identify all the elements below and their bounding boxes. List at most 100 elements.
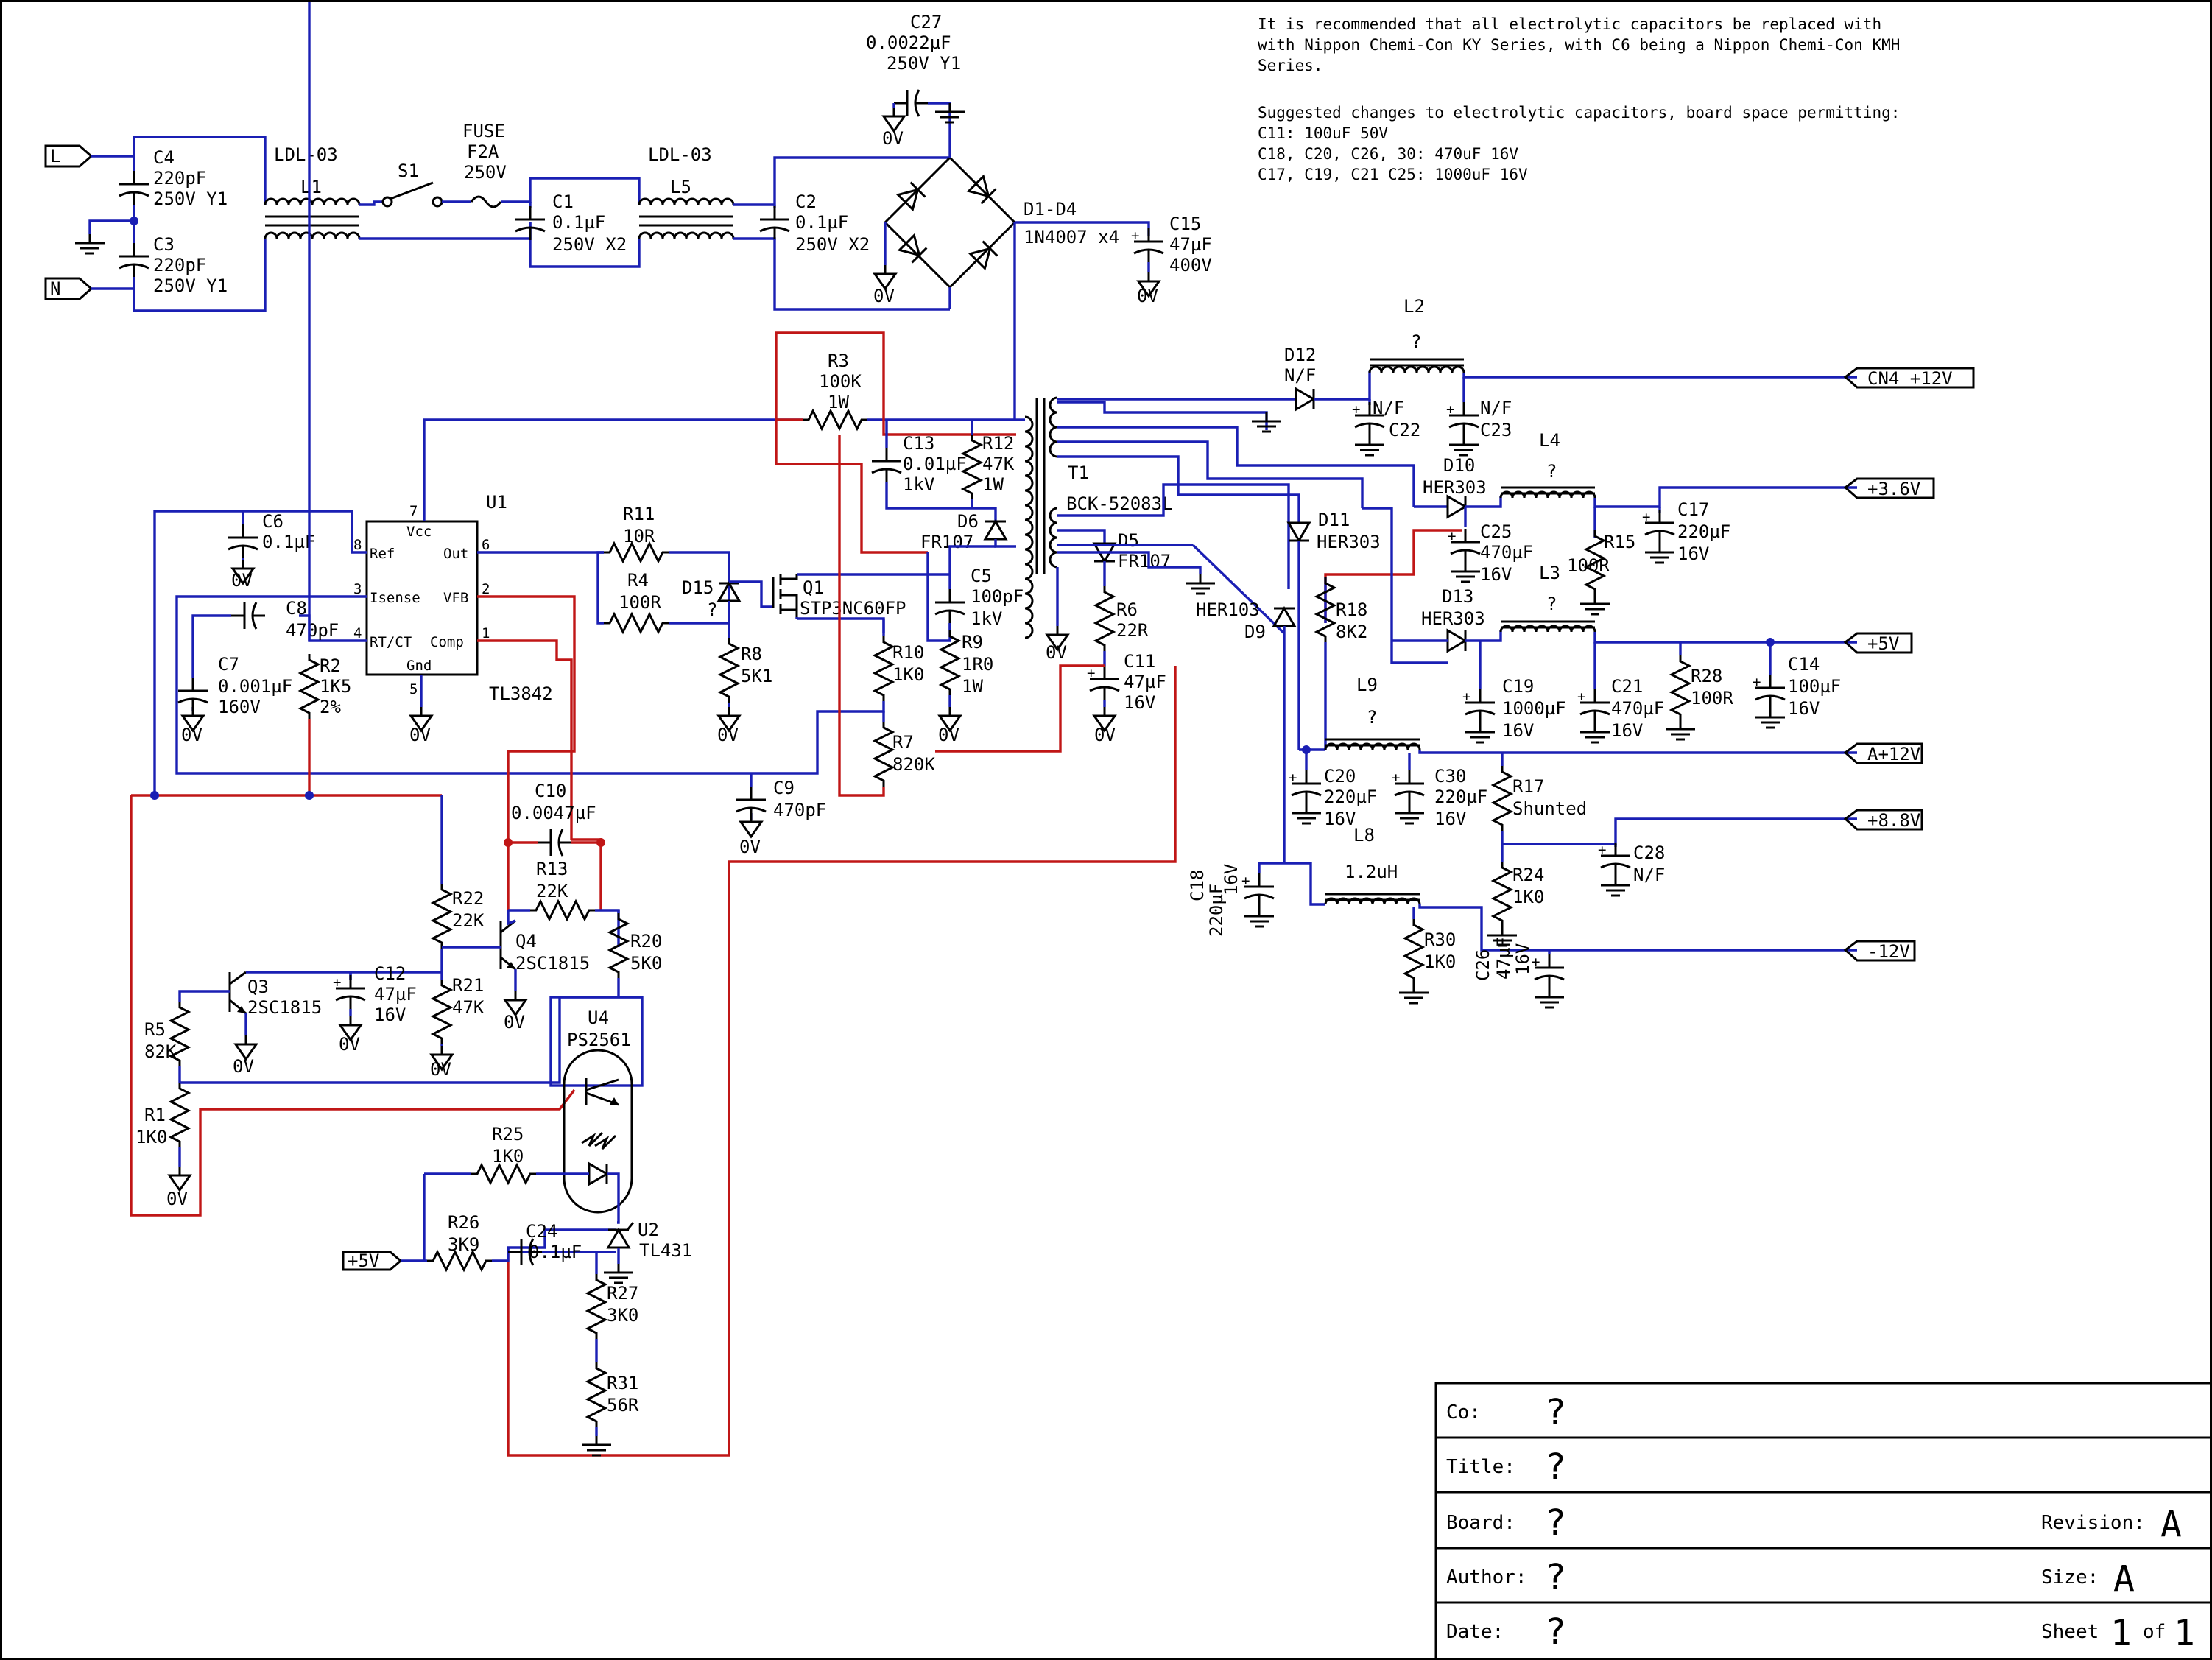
r7-value: 820K [892, 754, 935, 775]
l5-ref: L5 [670, 177, 691, 197]
gnd-label: 0V [409, 725, 431, 745]
c22-value: N/F [1373, 398, 1404, 418]
l2-ref: L2 [1403, 296, 1425, 317]
r30-value: 1K0 [1424, 952, 1456, 972]
c28-ref: C28 [1633, 843, 1665, 863]
u1-num: 3 [353, 581, 362, 597]
q4-transistor [499, 919, 516, 971]
r1-value: 1K0 [135, 1127, 167, 1147]
tb-revision-label: Revision: [2041, 1512, 2145, 1534]
c1-ref: C1 [552, 191, 574, 212]
d13-ref: D13 [1442, 586, 1473, 607]
r3-rating: 1W [828, 392, 849, 412]
u1-num: 7 [409, 503, 418, 519]
c20-rating: 16V [1324, 809, 1356, 829]
r28-ref: R28 [1691, 666, 1722, 686]
c19-rating: 16V [1502, 720, 1534, 741]
c13-rating: 1kV [903, 474, 934, 495]
r28-value: 100R [1691, 688, 1733, 708]
r26-ref: R26 [448, 1212, 479, 1233]
c6-value: 0.1µF [262, 532, 315, 552]
r20-value: 5K0 [630, 953, 662, 974]
q1-mosfet [772, 574, 798, 619]
port-8v8 [1843, 809, 1923, 831]
u1-part: TL3842 [489, 683, 553, 704]
c7-ref: C7 [218, 654, 239, 675]
note-line: It is recommended that all electrolytic … [1258, 15, 1881, 33]
u1-pin-rtct: RT/CT [370, 634, 412, 650]
u1-pin-vfb: VFB [443, 590, 468, 606]
c15-ref: C15 [1169, 214, 1201, 234]
c14-ref: C14 [1788, 654, 1820, 675]
gnd-label: 0V [717, 725, 739, 745]
c18-ref: C18 [1187, 870, 1208, 901]
r15-ref: R15 [1604, 532, 1635, 552]
c4-rating: 250V Y1 [153, 189, 228, 209]
u1-num: 6 [482, 537, 490, 553]
c1-value: 0.1µF [552, 212, 605, 233]
r18-ref: R18 [1336, 599, 1367, 620]
c26-value: 47µF [1493, 937, 1514, 980]
d11-ref: D11 [1318, 510, 1350, 530]
c18-value: 220µF [1206, 884, 1227, 937]
r12-value: 47K [982, 454, 1015, 474]
r10-ref: R10 [892, 642, 924, 663]
u1-num: 4 [353, 625, 362, 641]
gnd-label: 0V [504, 1012, 525, 1033]
c3-ref: C3 [153, 234, 175, 255]
d6-ref: D6 [957, 511, 979, 532]
r11-ref: R11 [623, 504, 655, 524]
c25-rating: 16V [1480, 564, 1512, 585]
c7-value: 0.001µF [218, 676, 292, 697]
r31-value: 56R [607, 1395, 639, 1415]
r25-ref: R25 [492, 1124, 524, 1144]
r18-value: 8K2 [1336, 622, 1367, 642]
c10-ref: C10 [535, 781, 566, 801]
c25-value: 470µF [1480, 542, 1533, 563]
c11-value: 47µF [1124, 672, 1166, 692]
u1-pin-comp: Comp [430, 634, 464, 650]
port-n [44, 277, 94, 300]
d9-value: HER103 [1196, 599, 1260, 620]
gnd-label: 0V [339, 1034, 360, 1055]
tb-size-label: Size: [2041, 1566, 2099, 1589]
gnd-label: 0V [233, 1056, 254, 1077]
port-n-label: N [50, 278, 60, 299]
r2-ref: R2 [320, 655, 341, 676]
c8-ref: C8 [286, 598, 307, 619]
port-5v-label: +5V [1867, 633, 1899, 654]
c24-value: 0.1µF [529, 1242, 582, 1262]
note-line: C18, C20, C26, 30: 470uF 16V [1258, 145, 1518, 163]
fuse-ref: FUSE [462, 121, 505, 141]
port-cn4-12v-label: CN4_+12V [1867, 368, 1953, 389]
u1-pin-isense: Isense [370, 590, 420, 606]
port-5v [1843, 632, 1913, 654]
r5-ref: R5 [144, 1019, 166, 1040]
r2-value: 1K5 [320, 676, 351, 697]
tb-revision-value: A [2160, 1504, 2182, 1545]
title-block: Co: ? Title: ? Board: ? Revision: A Auth… [1434, 1382, 2212, 1660]
c12-value: 47µF [374, 984, 417, 1005]
u2-ref: U2 [638, 1220, 659, 1240]
tb-author-value: ? [1545, 1557, 1566, 1598]
tb-sheet-total: 1 [2174, 1613, 2195, 1654]
l3-value: ? [1546, 594, 1557, 614]
note-line: C17, C19, C21 C25: 1000uF 16V [1258, 166, 1528, 183]
c8-value: 470pF [286, 620, 339, 641]
d13-value: HER303 [1421, 608, 1485, 629]
l1-ref: L1 [300, 177, 322, 197]
d12-value: N/F [1284, 365, 1316, 386]
c15-rating: 400V [1169, 255, 1212, 275]
c12-rating: 16V [374, 1005, 406, 1025]
l3-ref: L3 [1539, 563, 1560, 583]
c25-ref: C25 [1480, 521, 1512, 542]
l1-type: LDL-03 [274, 144, 338, 165]
r8-ref: R8 [741, 644, 762, 664]
gnd-label: 0V [1046, 642, 1067, 663]
r22-ref: R22 [452, 888, 484, 909]
c17-value: 220µF [1677, 521, 1730, 542]
tb-sheet-value: 1 [2110, 1613, 2132, 1654]
c21-ref: C21 [1611, 676, 1643, 697]
t1-ref: T1 [1068, 463, 1089, 483]
u1-num: 2 [482, 581, 490, 597]
